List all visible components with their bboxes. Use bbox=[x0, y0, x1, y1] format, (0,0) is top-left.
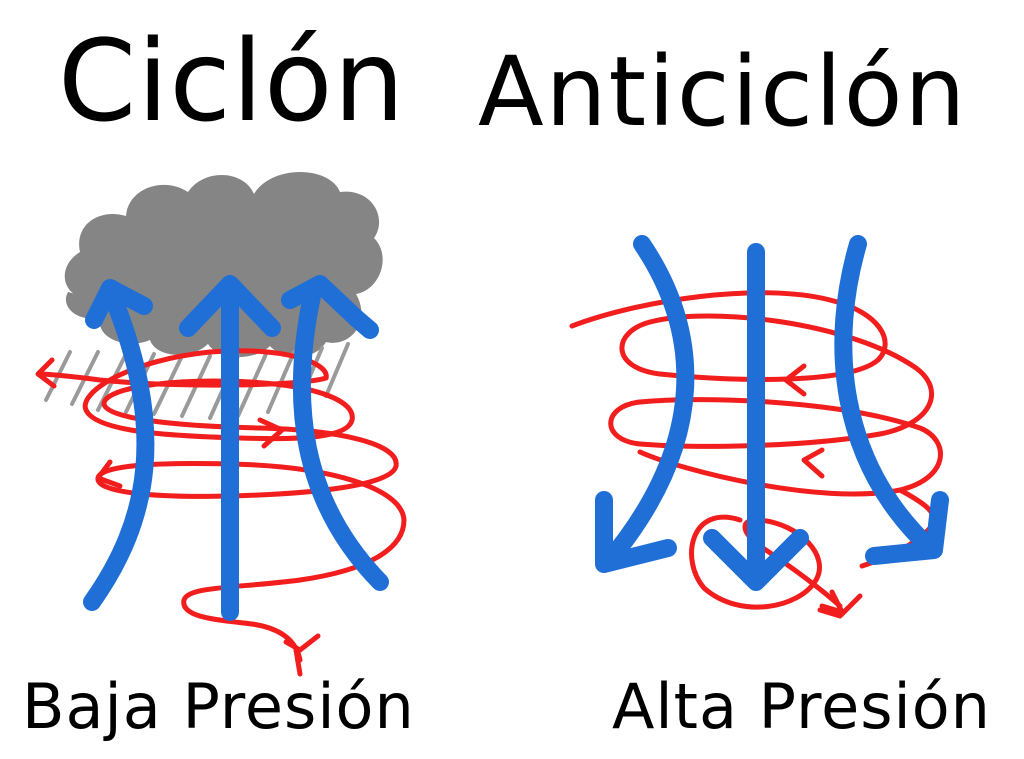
cyclone-caption: Baja Presión bbox=[22, 670, 415, 743]
anticyclone-title: Anticiclón bbox=[478, 36, 968, 148]
anticyclone-rotation-spiral bbox=[569, 290, 943, 619]
anticyclone-downward-flow bbox=[595, 235, 949, 591]
anticyclone-caption: Alta Presión bbox=[612, 670, 991, 743]
cyclone-diagram bbox=[35, 172, 407, 677]
cyclone-upward-flow bbox=[83, 275, 389, 621]
cyclone-title: Ciclón bbox=[58, 17, 406, 147]
anticyclone-diagram bbox=[569, 235, 949, 619]
